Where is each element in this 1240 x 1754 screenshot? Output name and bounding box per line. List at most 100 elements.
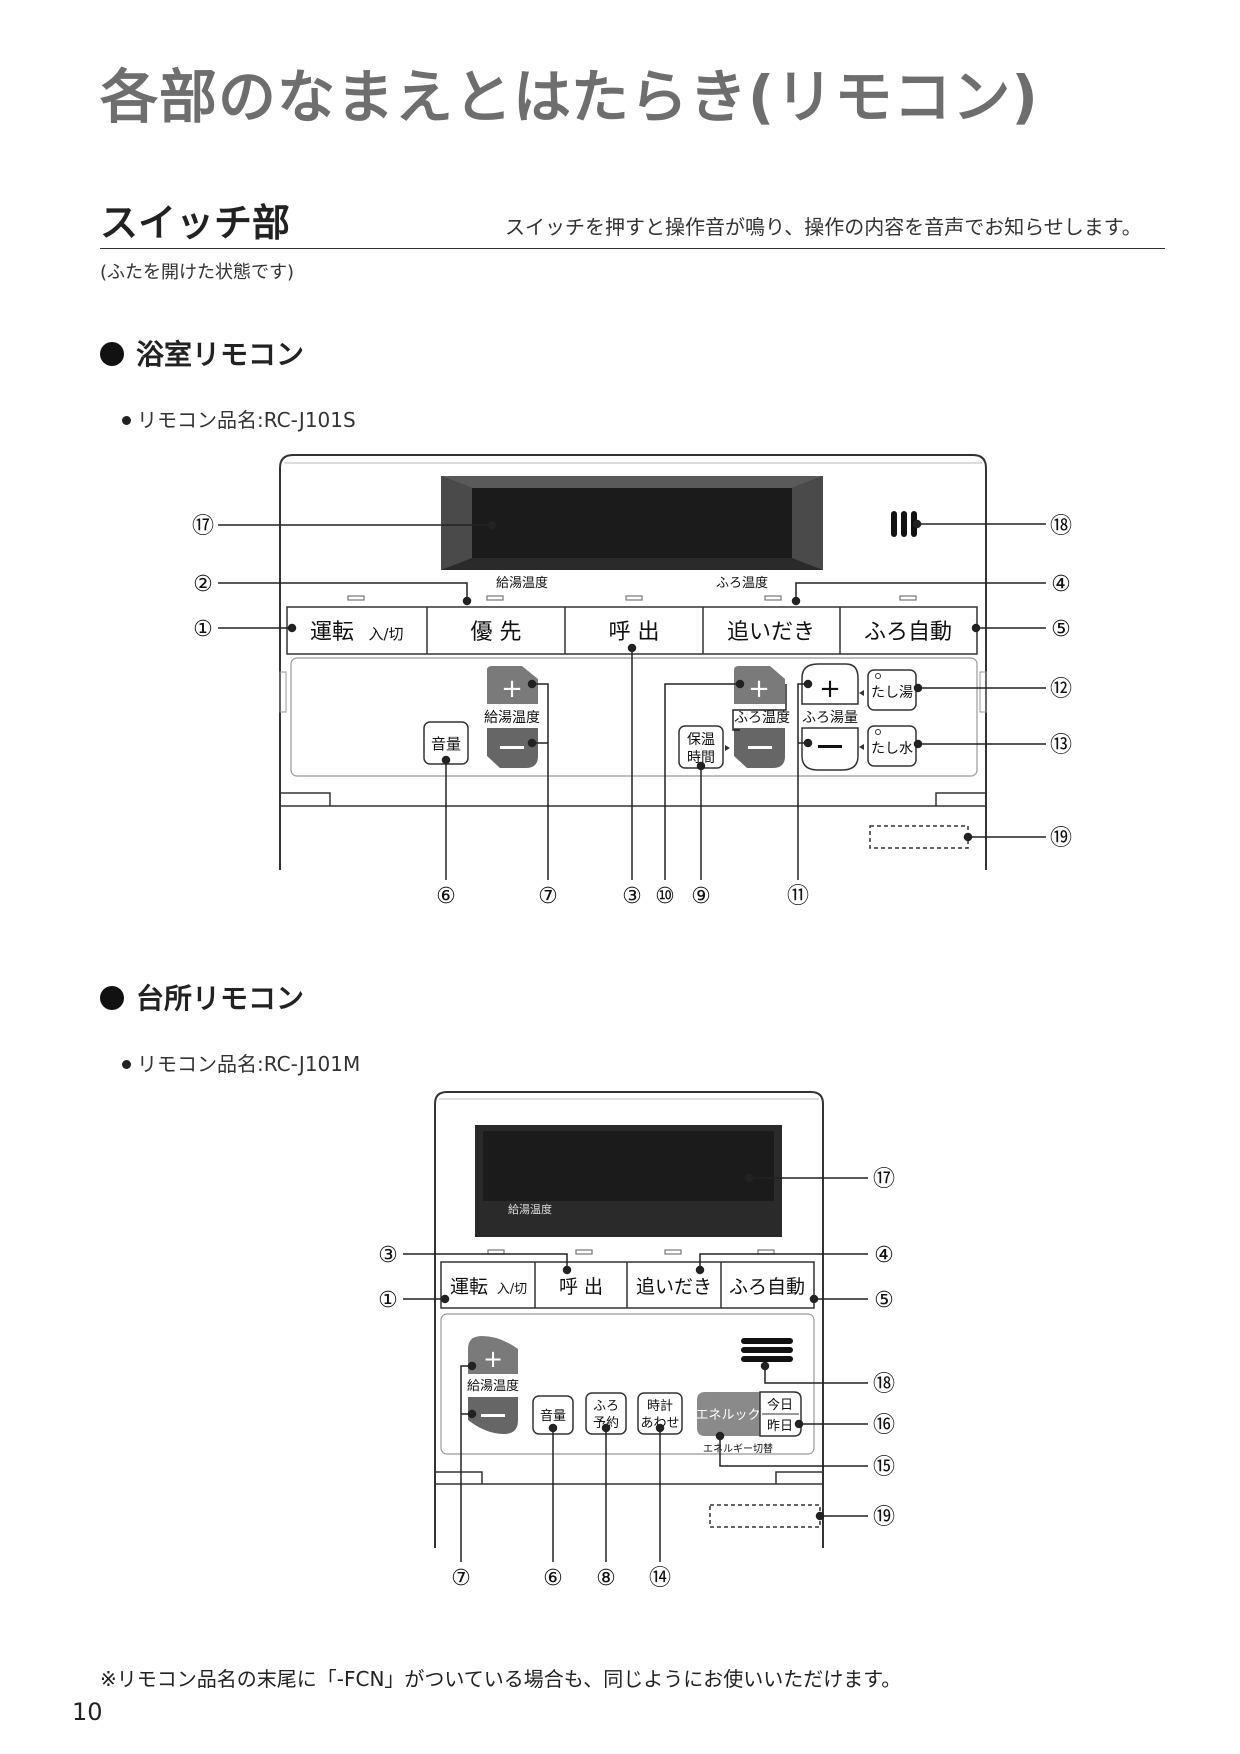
- bath-hoon-label-2: 時間: [687, 750, 715, 766]
- callout-4: ④: [1051, 572, 1071, 597]
- callout-9: ⑨: [691, 884, 711, 909]
- section-description: スイッチを押すと操作音が鳴り、操作の内容を音声でお知らせします。: [505, 215, 1142, 239]
- bath-furo-ondo-plus-button[interactable]: [734, 666, 785, 704]
- kitchen-kyuto-plus-button[interactable]: [468, 1336, 518, 1374]
- section-rule: [100, 248, 1165, 249]
- bath-onryo-label: 音量: [431, 735, 461, 753]
- minus-icon: [748, 746, 772, 749]
- bullet-icon: [100, 342, 124, 366]
- callout-3: ③: [622, 884, 642, 909]
- bath-tashimizu-label: たし水: [871, 741, 913, 757]
- kitchen-callout-14: ⑭: [649, 1566, 671, 1591]
- bath-yobidashi-button[interactable]: 呼 出: [609, 620, 660, 645]
- bath-remote-heading-text: 浴室リモコン: [136, 338, 305, 371]
- callout-7: ⑦: [538, 884, 558, 909]
- callout-13: ⑬: [1050, 733, 1072, 758]
- callout-5: ⑤: [1051, 617, 1071, 642]
- kitchen-callout-6: ⑥: [543, 1566, 563, 1591]
- bath-furo-yuryo-label: ふろ湯量: [802, 709, 858, 726]
- kitchen-callout-17: ⑰: [873, 1167, 895, 1192]
- bath-furo-yuryo-plus-button[interactable]: [801, 663, 859, 705]
- kitchen-kyuto-display-label: 給湯温度: [508, 1202, 552, 1216]
- kitchen-callout-8: ⑧: [596, 1566, 616, 1591]
- kitchen-yobidashi-button[interactable]: 呼 出: [559, 1276, 603, 1298]
- kitchen-kyuto-label: 給湯温度: [467, 1378, 519, 1394]
- bullet-icon: [122, 416, 131, 425]
- callout-18: ⑱: [1050, 514, 1072, 539]
- bath-unten-label: 運転: [310, 620, 354, 645]
- callout-10: ⑩: [655, 884, 675, 909]
- bath-furo-jido-button[interactable]: ふろ自動: [864, 620, 952, 645]
- callout-11: ⑪: [787, 884, 809, 909]
- kitchen-tokei-label-1: 時計: [647, 1398, 673, 1414]
- page-title: 各部のなまえとはたらき(リモコン): [100, 63, 1039, 131]
- kitchen-model-label: リモコン品名:RC-J101M: [122, 1048, 360, 1077]
- kitchen-onryo-label: 音量: [540, 1408, 566, 1424]
- plus-icon: +: [483, 1345, 503, 1373]
- kitchen-remote-heading: 台所リモコン: [100, 977, 304, 1017]
- kitchen-callout-4: ④: [874, 1243, 894, 1268]
- minus-icon: [818, 745, 842, 748]
- callout-17: ⑰: [192, 514, 214, 539]
- bath-model-plate: [869, 825, 969, 849]
- kitchen-callout-7: ⑦: [451, 1566, 471, 1591]
- callout-6: ⑥: [436, 884, 456, 909]
- kitchen-callout-3: ③: [378, 1243, 398, 1268]
- kitchen-speaker-icon: [741, 1338, 793, 1362]
- kitchen-eneluck-button[interactable]: [697, 1392, 760, 1436]
- plus-icon: +: [501, 674, 523, 704]
- bath-kyuto-label: 給湯温度: [484, 709, 540, 726]
- kitchen-kyo-label: 今日: [767, 1397, 793, 1413]
- kitchen-furo-yoyaku-label-2: 予約: [593, 1416, 619, 1431]
- lid-note: (ふたを開けた状態です): [100, 262, 295, 283]
- callout-1: ①: [193, 617, 213, 642]
- bath-model-text: リモコン品名:RC-J101S: [137, 408, 356, 432]
- kitchen-callout-19: ⑲: [873, 1505, 895, 1530]
- bath-speaker-icon: [891, 511, 917, 537]
- bath-furo-display-label: ふろ温度: [716, 575, 768, 591]
- plus-icon: +: [748, 674, 770, 704]
- callout-2: ②: [193, 572, 213, 597]
- bath-hoon-label-1: 保温: [687, 732, 715, 748]
- kitchen-callout-1: ①: [378, 1288, 398, 1313]
- kitchen-remote-heading-text: 台所リモコン: [136, 982, 305, 1015]
- kitchen-furo-jido-button[interactable]: ふろ自動: [729, 1276, 805, 1298]
- bath-furo-ondo-label: ふろ温度: [734, 710, 790, 726]
- kitchen-unten-sub-label: 入/切: [497, 1282, 527, 1297]
- kitchen-callout-18: ⑱: [873, 1372, 895, 1397]
- bullet-icon: [122, 1060, 131, 1069]
- kitchen-callout-16: ⑯: [873, 1413, 895, 1438]
- bath-remote-heading: 浴室リモコン: [100, 333, 304, 373]
- bath-model-label: リモコン品名:RC-J101S: [122, 404, 356, 433]
- kitchen-furo-yoyaku-label-1: ふろ: [593, 1399, 619, 1414]
- bath-kyuto-plus-button[interactable]: [487, 666, 538, 704]
- bath-unten-sub-label: 入/切: [368, 625, 403, 643]
- kitchen-energy-switch-label: エネルギー切替: [703, 1442, 773, 1455]
- bath-furo-yuryo-minus-button[interactable]: [801, 727, 859, 771]
- page-number: 10: [72, 1698, 103, 1726]
- plus-icon: +: [819, 674, 841, 704]
- callout-12: ⑫: [1050, 677, 1072, 702]
- kitchen-unten-label: 運転: [450, 1276, 488, 1298]
- bath-unten-button[interactable]: 運転 入/切: [310, 620, 404, 645]
- kitchen-tokei-label-2: あわせ: [640, 1416, 679, 1431]
- kitchen-callout-5: ⑤: [874, 1288, 894, 1313]
- kitchen-model-plate: [709, 1504, 821, 1528]
- bullet-icon: [100, 986, 124, 1010]
- kitchen-model-text: リモコン品名:RC-J101M: [137, 1052, 361, 1076]
- kitchen-sakujitsu-label: 昨日: [767, 1419, 793, 1434]
- kitchen-oidaki-button[interactable]: 追いだき: [636, 1276, 712, 1298]
- section-title: スイッチ部: [100, 201, 291, 245]
- kitchen-unten-button[interactable]: 運転 入/切: [450, 1276, 527, 1298]
- bath-oidaki-button[interactable]: 追いだき: [727, 620, 815, 645]
- kitchen-callout-15: ⑮: [873, 1455, 895, 1480]
- bath-kyuto-display-label: 給湯温度: [496, 575, 548, 591]
- kitchen-eneluck-label: エネルック: [695, 1408, 760, 1423]
- minus-icon: [500, 746, 524, 749]
- bath-yusen-button[interactable]: 優 先: [471, 620, 522, 645]
- bath-tashiyu-label: たし湯: [871, 684, 913, 701]
- footnote: ※リモコン品名の末尾に「-FCN」がついている場合も、同じようにお使いいただけま…: [100, 1667, 902, 1691]
- minus-icon: [481, 1414, 505, 1417]
- callout-19: ⑲: [1050, 826, 1072, 851]
